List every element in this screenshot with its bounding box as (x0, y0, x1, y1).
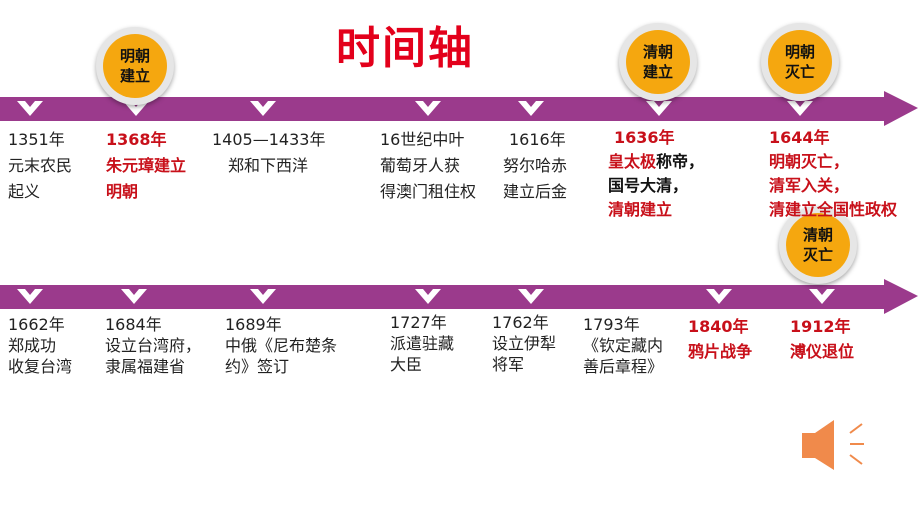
event-year: 1405—1433年 (212, 130, 326, 149)
event-text: 国号大清， (608, 176, 689, 195)
circle-qing-fall: 清朝灭亡 (779, 206, 857, 284)
event-year: 1351年 (8, 130, 65, 149)
event-text: 设立台湾府， (105, 336, 202, 355)
event-text: 收复台湾 (8, 357, 73, 376)
event-1644: 1644年明朝灭亡， 清军入关， 清建立全国性政权 (769, 126, 897, 222)
event-year: 1636年 (614, 128, 675, 147)
chevron-down-icon (518, 289, 544, 304)
event-text: 朱元璋建立 (106, 156, 187, 175)
chevron-down-icon (646, 101, 672, 116)
chevron-down-icon (809, 289, 835, 304)
event-1793: 1793年《钦定藏内善后章程》 (583, 314, 663, 377)
event-1762: 1762年设立伊犁将军 (492, 312, 556, 375)
event-text: 清朝建立 (608, 200, 673, 219)
event-year: 1684年 (105, 315, 162, 334)
circle-qing-founded: 清朝建立 (619, 23, 697, 101)
circle-text: 清朝 (802, 226, 833, 244)
event-year: 1616年 (509, 130, 566, 149)
circle-ming-fall: 明朝灭亡 (761, 23, 839, 101)
event-1405: 1405—1433年郑和下西洋 (212, 127, 325, 179)
event-1689: 1689年中俄《尼布楚条约》签订 (225, 314, 337, 377)
chevron-down-icon (123, 101, 149, 116)
event-text: 努尔哈赤 (503, 156, 568, 175)
circle-text: 建立 (119, 67, 150, 85)
event-year: 1644年 (769, 128, 830, 147)
event-year: 1368年 (106, 130, 167, 149)
event-year: 1662年 (8, 315, 65, 334)
event-text: 得澳门租住权 (380, 182, 477, 201)
event-year: 16世纪中叶 (380, 130, 465, 149)
event-text: 溥仪退位 (790, 342, 855, 361)
event-year: 1912年 (790, 317, 851, 336)
event-text: 清建立全国性政权 (769, 200, 898, 219)
event-1912: 1912年溥仪退位 (790, 314, 854, 364)
event-1727: 1727年派遣驻藏大臣 (390, 312, 454, 375)
event-1636: 1636年皇太极称帝， 国号大清， 清朝建立 (608, 126, 704, 222)
chevron-down-icon (415, 101, 441, 116)
event-text: 葡萄牙人获 (380, 156, 461, 175)
event-text: 约》签订 (225, 357, 290, 376)
speaker-icon[interactable] (800, 418, 870, 472)
chevron-down-icon (121, 289, 147, 304)
event-1368: 1368年朱元璋建立明朝 (106, 127, 186, 205)
chevron-down-icon (17, 101, 43, 116)
circle-text: 建立 (642, 63, 673, 81)
event-text: 派遣驻藏 (390, 334, 455, 353)
event-1840: 1840年鸦片战争 (688, 314, 752, 364)
event-text: 《钦定藏内 (583, 336, 664, 355)
timeline-arrow-2 (0, 279, 918, 314)
event-1616: 1616年努尔哈赤建立后金 (503, 127, 567, 205)
page-title: 时间轴 (336, 23, 474, 74)
event-text: 起义 (8, 182, 41, 201)
event-text: 隶属福建省 (105, 357, 186, 376)
chevron-down-icon (518, 101, 544, 116)
event-text: 郑和下西洋 (228, 156, 309, 175)
chevron-down-icon (787, 101, 813, 116)
event-16c: 16世纪中叶葡萄牙人获得澳门租住权 (380, 127, 476, 205)
chevron-down-icon (706, 289, 732, 304)
event-text: 善后章程》 (583, 357, 664, 376)
circle-text: 灭亡 (802, 246, 833, 264)
event-text: 皇太极 (608, 152, 657, 171)
event-text: 大臣 (390, 355, 423, 374)
event-text: 元末农民 (8, 156, 73, 175)
event-text: 清军入关， (769, 176, 850, 195)
circle-text: 明朝 (119, 47, 150, 65)
circle-text: 明朝 (784, 43, 815, 61)
event-text: 建立后金 (503, 182, 568, 201)
event-1684: 1684年设立台湾府， 隶属福建省 (105, 314, 201, 377)
chevron-down-icon (415, 289, 441, 304)
event-text: 中俄《尼布楚条 (225, 336, 338, 355)
event-text: 称帝， (656, 152, 705, 171)
event-text: 明朝灭亡， (769, 152, 850, 171)
event-text: 鸦片战争 (688, 342, 753, 361)
chevron-down-icon (17, 289, 43, 304)
circle-text: 灭亡 (784, 63, 815, 81)
event-text: 将军 (492, 355, 525, 374)
event-1351: 1351年元末农民起义 (8, 127, 72, 205)
event-year: 1793年 (583, 315, 640, 334)
chevron-down-icon (250, 101, 276, 116)
circle-ming-founded: 明朝建立 (96, 27, 174, 105)
event-year: 1840年 (688, 317, 749, 336)
event-1662: 1662年郑成功收复台湾 (8, 314, 72, 377)
chevron-down-icon (250, 289, 276, 304)
event-text: 明朝 (106, 182, 139, 201)
event-year: 1689年 (225, 315, 282, 334)
timeline-arrow-1 (0, 91, 918, 126)
circle-text: 清朝 (642, 43, 673, 61)
event-text: 设立伊犁 (492, 334, 557, 353)
event-text: 郑成功 (8, 336, 57, 355)
event-year: 1762年 (492, 313, 549, 332)
event-year: 1727年 (390, 313, 447, 332)
